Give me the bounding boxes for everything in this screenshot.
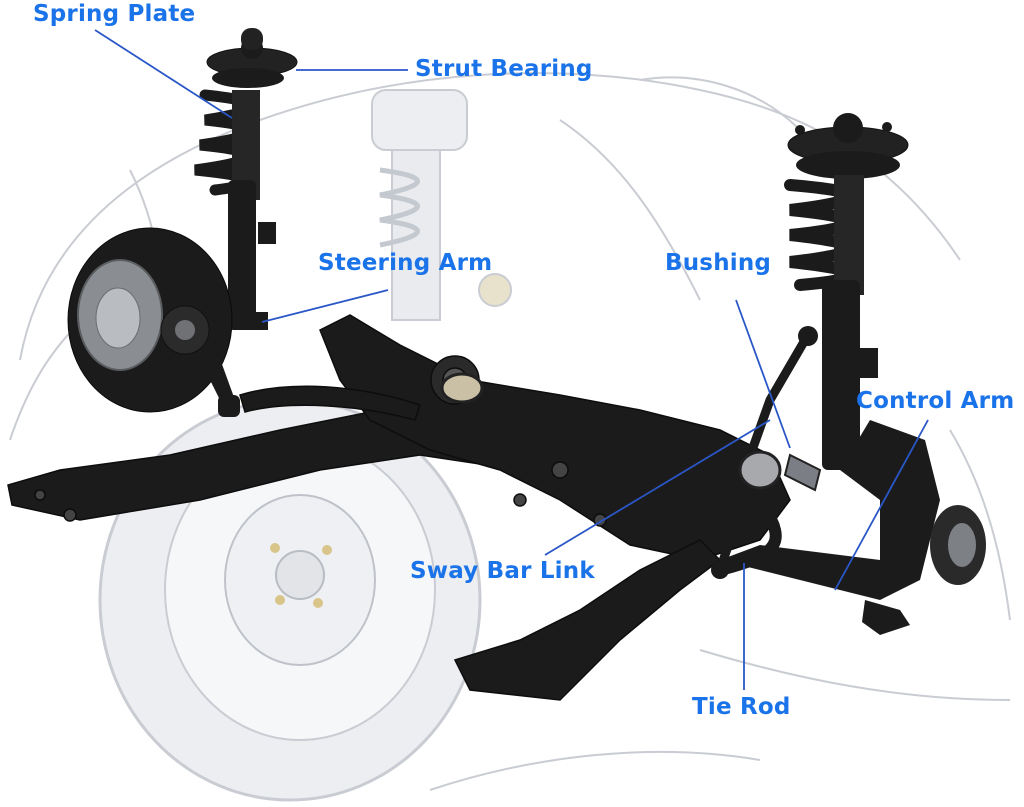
bushing-leader bbox=[735, 299, 791, 449]
spring-plate-leader bbox=[94, 29, 233, 119]
label-sway-bar-link: Sway Bar Link bbox=[410, 558, 595, 584]
leader-lines bbox=[94, 29, 929, 690]
label-bushing: Bushing bbox=[665, 250, 772, 276]
control-arm-leader bbox=[834, 419, 929, 591]
crossmember-bushing bbox=[440, 372, 782, 490]
right-control-arm bbox=[720, 420, 986, 635]
label-control-arm: Control Arm bbox=[856, 388, 1015, 414]
sway-bar-link-leader bbox=[544, 419, 771, 556]
ghost-rear-strut bbox=[371, 89, 512, 321]
subframe bbox=[7, 314, 791, 701]
steering-arm-leader bbox=[261, 289, 389, 323]
left-knuckle-hub bbox=[67, 227, 240, 417]
label-tie-rod: Tie Rod bbox=[692, 694, 791, 720]
left-strut-assembly bbox=[194, 28, 298, 330]
label-steering-arm: Steering Arm bbox=[318, 250, 493, 276]
right-strut-assembly bbox=[784, 113, 909, 470]
label-spring-plate: Spring Plate bbox=[33, 1, 196, 27]
label-strut-bearing: Strut Bearing bbox=[415, 56, 593, 82]
